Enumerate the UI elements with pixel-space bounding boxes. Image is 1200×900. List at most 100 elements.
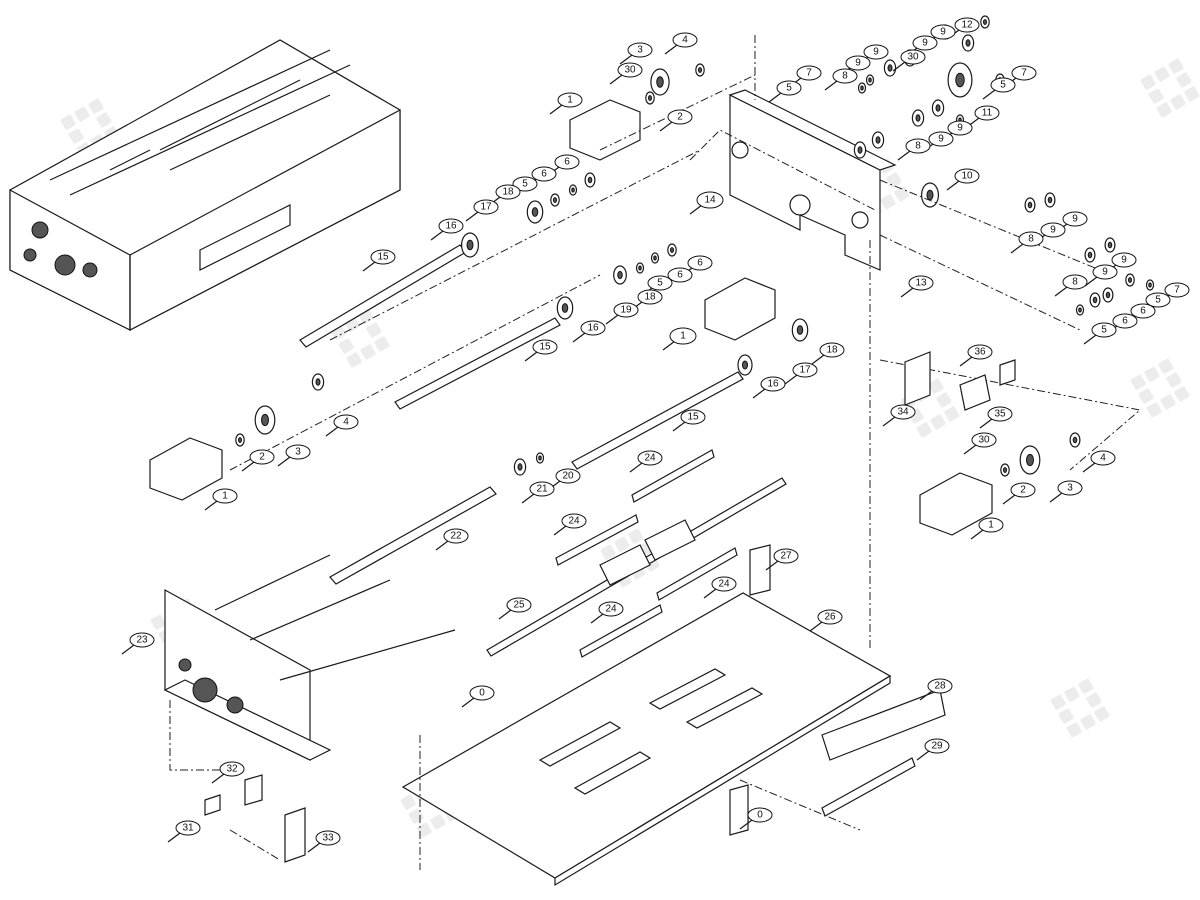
bearing-hub-icon [656, 76, 664, 88]
leader-line [784, 374, 798, 385]
callout-bubble [1090, 450, 1116, 466]
callout-number: 9 [938, 134, 944, 145]
callout-bubble [315, 830, 341, 846]
callout-bubble [1018, 231, 1044, 247]
leader-line [605, 314, 619, 325]
callout-8: 8 [1010, 231, 1044, 254]
callout-number: 9 [940, 27, 946, 38]
callout-bubble [819, 342, 845, 358]
callout-number: 21 [536, 484, 548, 495]
leader-line [897, 150, 911, 161]
callout-bubble [531, 166, 557, 182]
callout-number: 6 [541, 169, 547, 180]
callout-bubble [473, 199, 499, 215]
callout-number: 4 [1100, 453, 1106, 464]
callout-number: 11 [982, 108, 993, 119]
callout-9: 9 [939, 120, 973, 143]
callout-bubble [773, 548, 799, 564]
callout-number: 6 [1122, 316, 1128, 327]
callout-number: 2 [259, 452, 265, 463]
callout-25: 25 [498, 597, 532, 620]
callout-number: 8 [915, 141, 921, 152]
leader-line [629, 462, 643, 473]
bearing-hub-icon [553, 197, 557, 203]
bearing-hub-icon [983, 19, 987, 25]
callout-number: 9 [1050, 225, 1056, 236]
callout-bubble [1011, 65, 1037, 81]
leader-line [959, 356, 973, 367]
callout-bubble [711, 576, 737, 592]
pulleys-bearings [235, 15, 1155, 477]
callout-number: 23 [136, 635, 148, 646]
callout-22: 22 [435, 528, 469, 551]
callout-27: 27 [765, 548, 799, 571]
leader-line [241, 461, 255, 472]
callout-bubble [249, 449, 275, 465]
callout-number: 15 [377, 252, 389, 263]
callout-bubble [924, 738, 950, 754]
bearing-hub-icon [315, 378, 321, 386]
callout-number: 2 [677, 112, 683, 123]
callout-2: 2 [659, 109, 693, 132]
leader-line [549, 104, 563, 115]
callout-number: 16 [445, 221, 457, 232]
callout-4: 4 [1082, 450, 1116, 473]
callout-bubble [627, 42, 653, 58]
callout-bubble [1062, 211, 1088, 227]
leader-line [1049, 492, 1063, 503]
callout-number: 5 [1155, 295, 1161, 306]
callout-35: 35 [979, 406, 1013, 429]
leader-line [524, 351, 538, 362]
leader-line [590, 613, 604, 624]
bearing-hub-icon [653, 255, 657, 261]
callout-number: 30 [978, 435, 990, 446]
bearing-hub-icon [1003, 467, 1007, 473]
callout-1: 1 [204, 488, 238, 511]
callout-number: 5 [786, 83, 792, 94]
callout-16: 16 [430, 218, 464, 241]
callout-bubble [555, 468, 581, 484]
bearing-hub-icon [238, 437, 242, 443]
callout-bubble [687, 255, 713, 271]
callout-number: 24 [644, 453, 656, 464]
callout-bubble [598, 601, 624, 617]
callout-bubble [557, 92, 583, 108]
leader-line [1010, 243, 1024, 254]
leader-line [619, 54, 633, 65]
callout-24: 24 [703, 576, 737, 599]
callout-bubble [1057, 480, 1083, 496]
callout-bubble [900, 49, 926, 65]
callout-number: 0 [757, 810, 763, 821]
leader-line [689, 204, 703, 215]
callout-number: 31 [182, 823, 194, 834]
callout-number: 32 [226, 764, 238, 775]
leader-line [461, 697, 475, 708]
leader-line [167, 832, 181, 843]
bearing-hub-icon [915, 114, 921, 122]
callout-bubble [333, 414, 359, 430]
leader-line [809, 621, 823, 632]
leader-line [307, 842, 321, 853]
shafts [299, 244, 744, 585]
callout-bubble [532, 339, 558, 355]
callout-number: 10 [961, 171, 973, 182]
callout-bubble [219, 761, 245, 777]
leader-line [703, 588, 717, 599]
callout-number: 24 [605, 604, 617, 615]
callout-bubble [1112, 313, 1138, 329]
callout-bubble [561, 513, 587, 529]
assembly-lines [169, 35, 1142, 870]
callout-number: 25 [513, 600, 525, 611]
callout-number: 7 [1174, 285, 1180, 296]
callout-number: 2 [1020, 485, 1026, 496]
bearing-hub-icon [935, 104, 941, 112]
callout-number: 5 [522, 179, 528, 190]
callout-bubble [954, 168, 980, 184]
bearing-hub-icon [857, 146, 863, 154]
callout-number: 18 [502, 187, 514, 198]
callout-bubble [747, 807, 773, 823]
callout-15: 15 [524, 339, 558, 362]
callout-bubble [967, 344, 993, 360]
leader-line [1084, 276, 1098, 287]
watermark-logo [1050, 678, 1110, 738]
